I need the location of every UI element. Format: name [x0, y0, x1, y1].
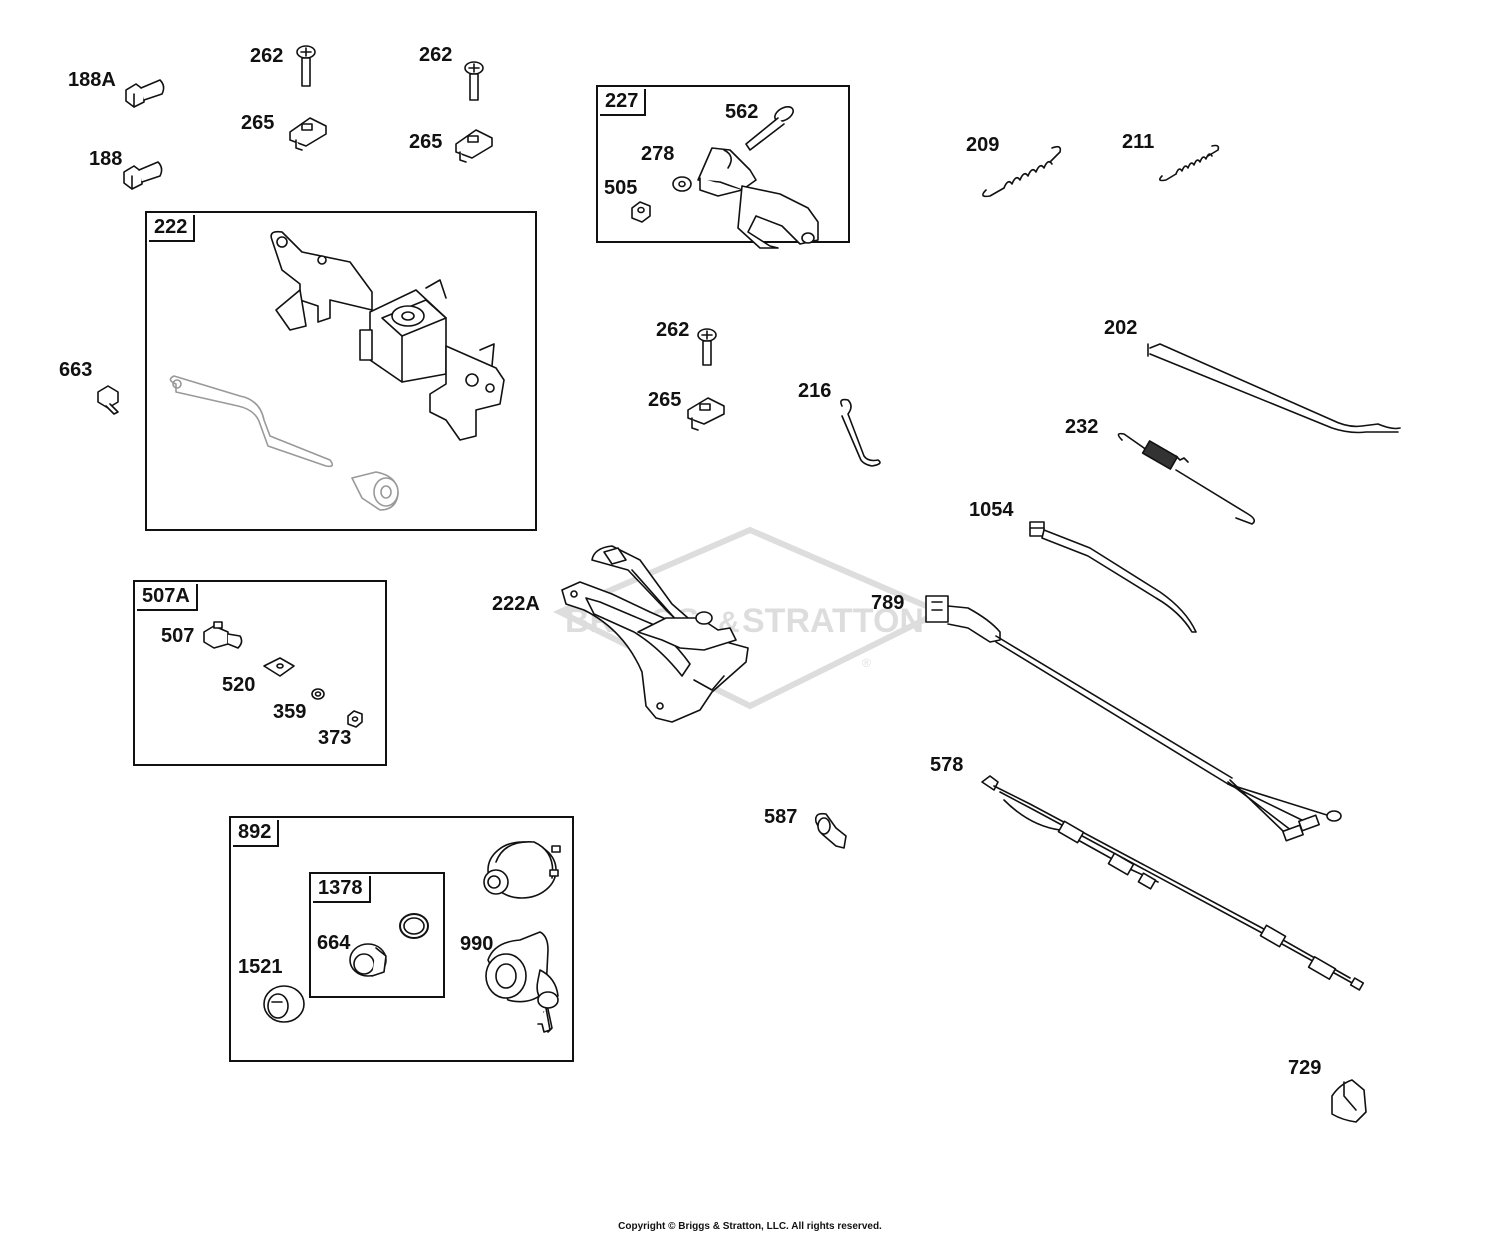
callout-202: 202: [1104, 317, 1138, 339]
callout-209: 209: [966, 134, 1000, 156]
callout-1054: 1054: [969, 499, 1014, 521]
nut-664-icon: [349, 943, 387, 977]
governor-lever-227-icon: [697, 147, 819, 249]
spring-211-icon: [1158, 144, 1220, 182]
kit-tag-892: 892: [233, 820, 280, 847]
clip-265-top-left-icon: [289, 117, 327, 151]
wiring-harness-789-icon: [925, 595, 1342, 842]
callout-359: 359: [273, 701, 307, 723]
kit-tag-227: 227: [600, 89, 647, 116]
key-icon: [537, 991, 559, 1033]
spring-209-icon: [982, 145, 1062, 198]
callout-789: 789: [871, 592, 905, 614]
callout-520: 520: [222, 674, 256, 696]
callout-729: 729: [1288, 1057, 1322, 1079]
key-switch-990-icon: [485, 931, 559, 1033]
plug-222-icon: [351, 471, 399, 511]
kit-box-507a: [133, 580, 387, 766]
screw-262-top-left-icon: [296, 45, 316, 87]
washer-278-icon: [672, 176, 692, 192]
clip-265-middle-icon: [687, 397, 725, 431]
kit-box-227: [596, 85, 850, 243]
solenoid-bracket-222-icon: [270, 230, 505, 441]
kit-box-222: [145, 211, 537, 531]
clip-520-icon: [263, 657, 295, 677]
callout-663: 663: [59, 359, 93, 381]
callout-278: 278: [641, 143, 675, 165]
callout-587: 587: [764, 806, 798, 828]
watermark-registered-mark: ®: [862, 656, 871, 670]
spring-rod-232-icon: [1117, 432, 1256, 525]
callout-262-top-left: 262: [250, 45, 284, 67]
ring-1378-icon: [399, 913, 429, 939]
link-rod-222-icon: [169, 375, 334, 468]
wire-578-icon: [981, 775, 1365, 991]
rod-202-icon: [1147, 343, 1401, 434]
copyright-notice: Copyright © Briggs & Stratton, LLC. All …: [618, 1221, 882, 1232]
ignition-switch-icon: [483, 841, 561, 899]
switch-507-icon: [203, 621, 243, 649]
callout-1521: 1521: [238, 956, 283, 978]
callout-373: 373: [318, 727, 352, 749]
cap-1521-icon: [263, 985, 305, 1023]
washer-359-icon: [311, 688, 325, 700]
kit-tag-222: 222: [149, 215, 196, 242]
callout-262-top-right: 262: [419, 44, 453, 66]
callout-562: 562: [725, 101, 759, 123]
bolt-188-icon: [123, 161, 163, 190]
clamp-587-icon: [814, 812, 847, 849]
callout-216: 216: [798, 380, 832, 402]
kit-tag-1378: 1378: [313, 876, 371, 903]
callout-664: 664: [317, 932, 351, 954]
callout-990: 990: [460, 933, 494, 955]
kit-tag-507a: 507A: [137, 584, 198, 611]
throttle-bracket-222a-icon: [561, 545, 749, 723]
callout-232: 232: [1065, 416, 1099, 438]
callout-188a: 188A: [68, 69, 116, 91]
cap-729-icon: [1331, 1079, 1367, 1123]
pin-562-icon: [745, 105, 794, 151]
callout-211: 211: [1122, 131, 1155, 153]
screw-262-top-right-icon: [464, 61, 484, 101]
callout-265-top-left: 265: [241, 112, 275, 134]
kit-box-1378: [309, 872, 445, 998]
callout-188: 188: [89, 148, 123, 170]
callout-578: 578: [930, 754, 964, 776]
callout-265-middle: 265: [648, 389, 682, 411]
callout-262-middle: 262: [656, 319, 690, 341]
kit-box-892: [229, 816, 574, 1062]
bolt-188a-icon: [125, 79, 165, 108]
nut-505-icon: [631, 201, 651, 223]
callout-222a: 222A: [492, 593, 540, 615]
callout-265-top-right: 265: [409, 131, 443, 153]
screw-262-middle-icon: [697, 328, 717, 366]
watermark-right-text: STRATTON: [742, 602, 924, 640]
clip-265-top-right-icon: [455, 129, 493, 163]
callout-505: 505: [604, 177, 638, 199]
bolt-663-icon: [97, 385, 119, 415]
callout-507: 507: [161, 625, 195, 647]
nut-373-icon: [347, 710, 363, 728]
link-216-icon: [840, 398, 881, 467]
cable-tie-1054-icon: [1029, 521, 1197, 633]
